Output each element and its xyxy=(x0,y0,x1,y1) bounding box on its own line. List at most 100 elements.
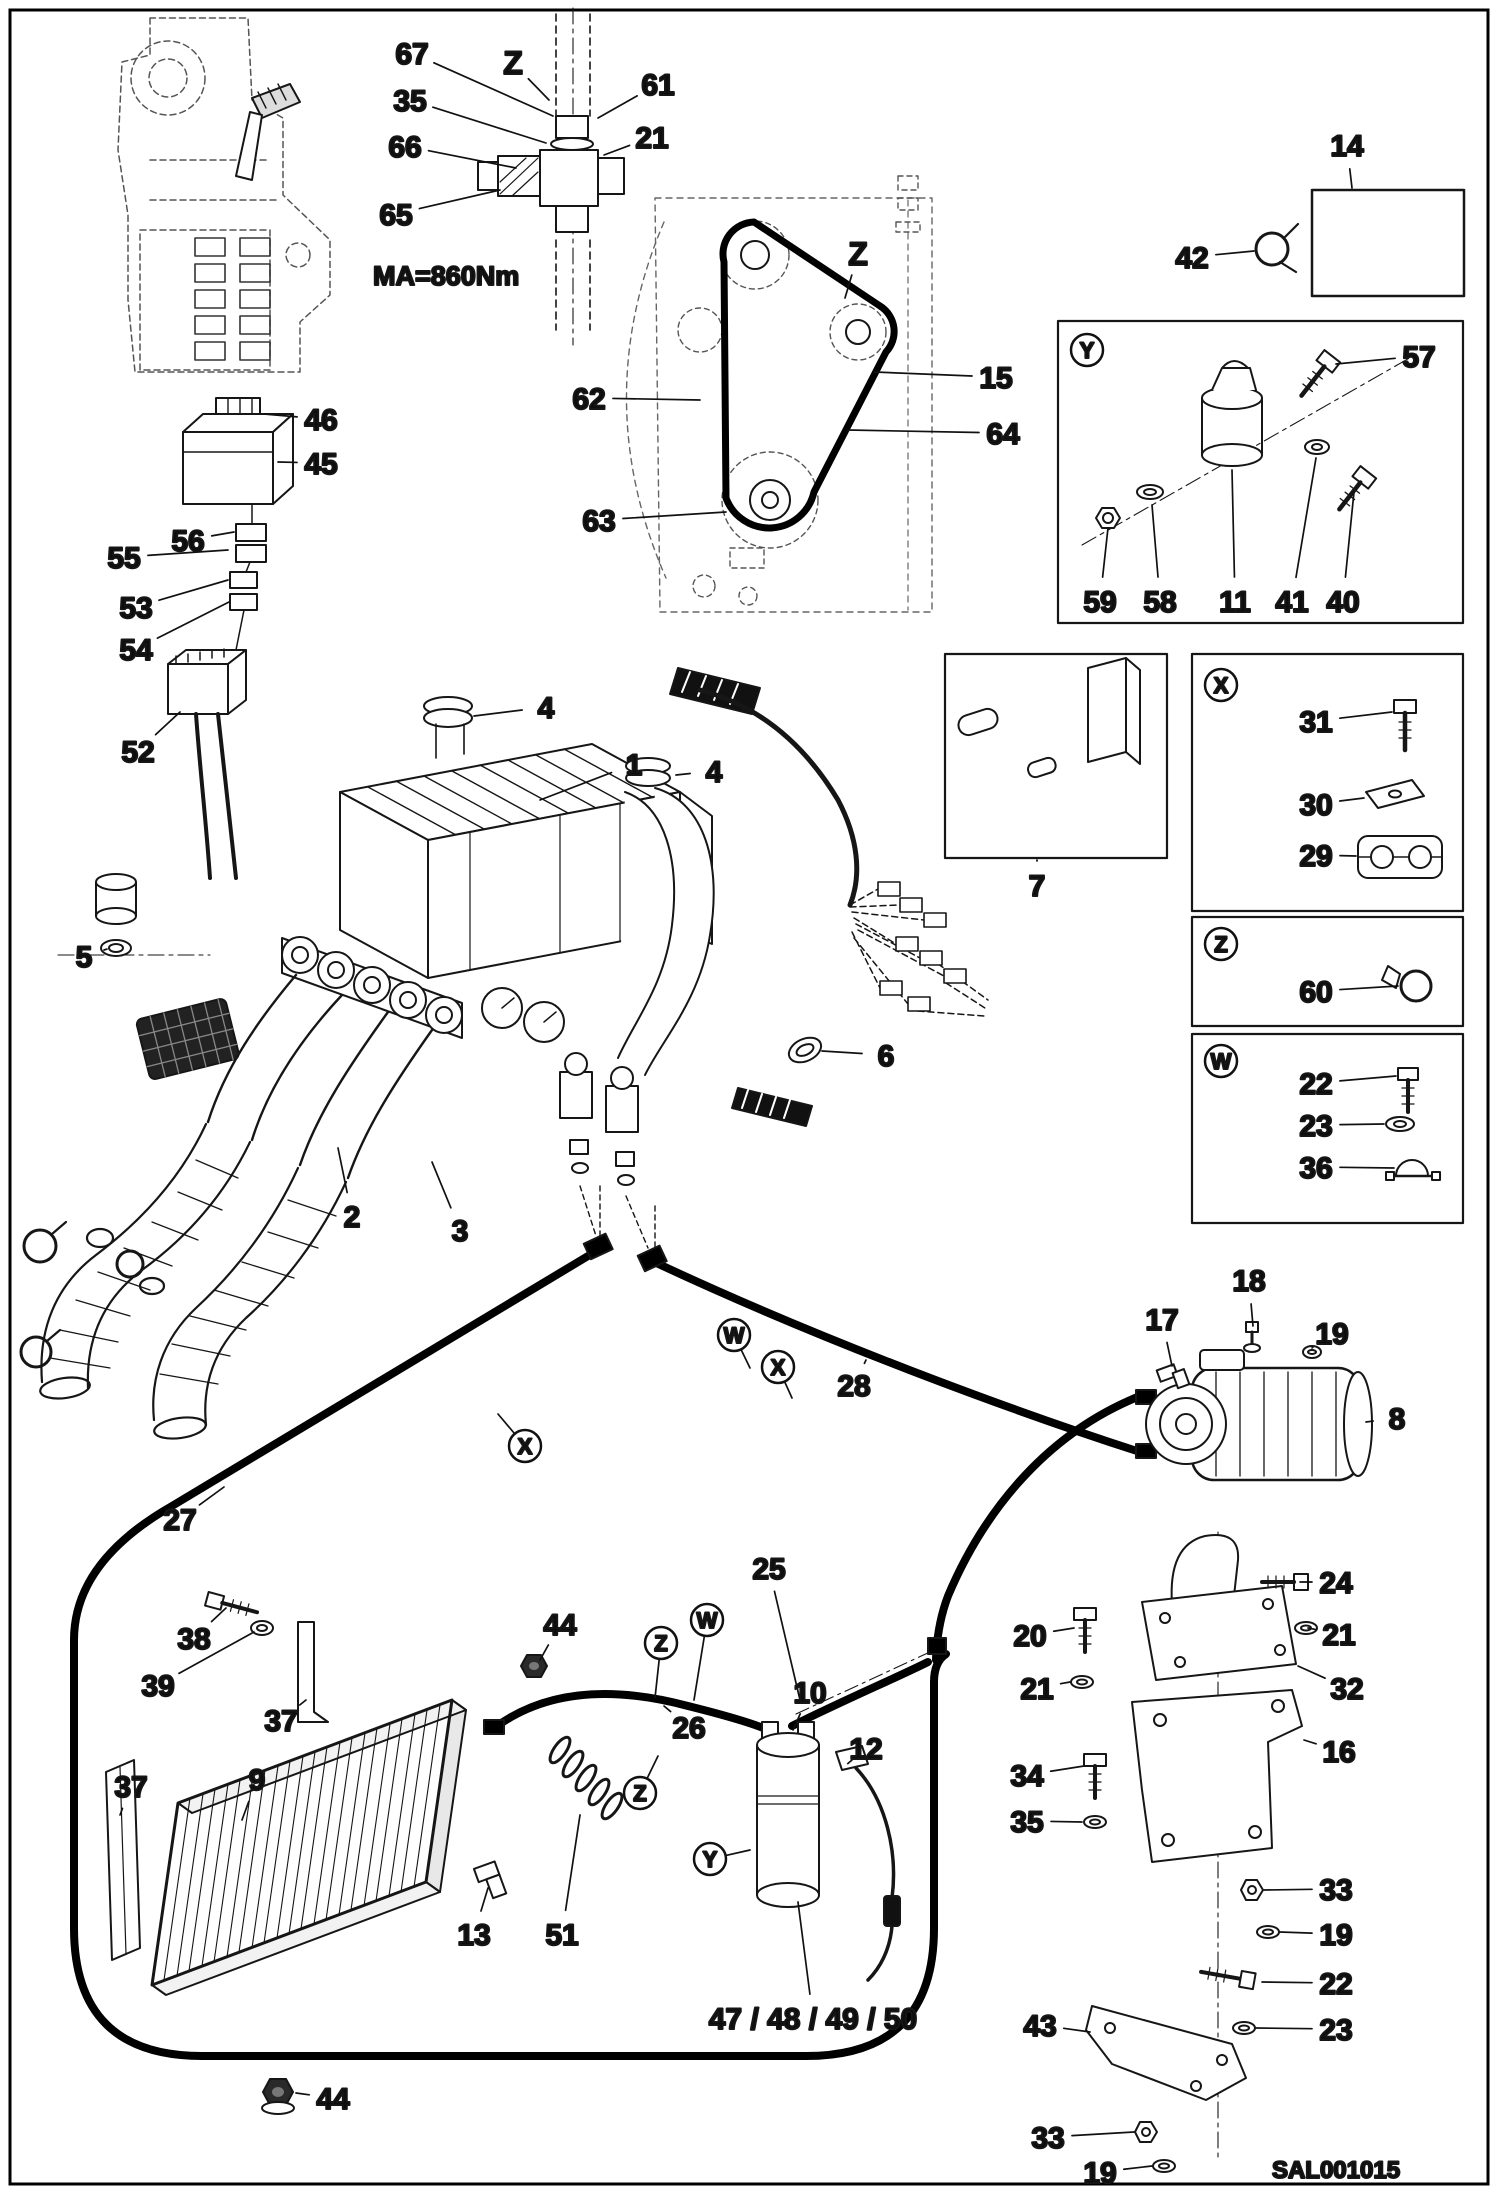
leader-line xyxy=(1338,711,1393,720)
leader-line xyxy=(119,1807,124,1816)
marker-letter: X xyxy=(771,1355,786,1380)
leader-line xyxy=(1231,469,1236,578)
leader-line xyxy=(1215,250,1255,256)
hose-compressor-to-loop xyxy=(932,1392,1144,1664)
callout-5: 5 xyxy=(75,940,108,975)
callout-label: 21 xyxy=(1020,1673,1053,1706)
leader-line xyxy=(654,1659,661,1699)
callout-59: 59 xyxy=(1082,527,1118,620)
callout-label: 35 xyxy=(1010,1806,1043,1839)
leader-line xyxy=(646,1755,659,1779)
bolt-22b xyxy=(1199,1966,1257,1991)
callout-label: 31 xyxy=(1299,706,1332,739)
callout-label: 51 xyxy=(545,1919,578,1952)
callout-65: 65 xyxy=(378,189,501,233)
callout-label: 21 xyxy=(1322,1619,1355,1652)
washer-58 xyxy=(1136,484,1164,500)
callout-label: 60 xyxy=(1299,976,1332,1009)
callout-label: 67 xyxy=(395,38,428,71)
mount-brackets xyxy=(1070,1531,1318,2173)
exhaust-pipes xyxy=(206,973,434,1180)
leader-line xyxy=(844,274,853,299)
callout-62: 62 xyxy=(571,382,701,417)
callout-label: 38 xyxy=(177,1623,210,1656)
marker-letter: W xyxy=(1211,1049,1232,1074)
clamp-half-30 xyxy=(1365,779,1425,809)
marker-letter: Y xyxy=(703,1847,718,1872)
callout-37: 37 xyxy=(263,1699,307,1739)
callout-22: 22 xyxy=(1261,1967,1354,2002)
callout-61: 61 xyxy=(597,68,676,119)
marker-circle xyxy=(1069,332,1105,368)
callout-label: 12 xyxy=(849,1733,882,1766)
pressure-switch-11 xyxy=(1201,360,1263,467)
leader-line xyxy=(784,1381,793,1399)
hose-fittings xyxy=(483,1232,1157,1735)
coil-51 xyxy=(548,1735,624,1821)
callout-19: 19 xyxy=(1082,2156,1153,2191)
nut-59 xyxy=(1095,507,1121,529)
marker-circle xyxy=(622,1775,658,1811)
callout-label: 64 xyxy=(986,418,1020,451)
leader-line xyxy=(821,1050,863,1055)
leader-line xyxy=(863,1359,867,1365)
callout-66: 66 xyxy=(387,130,517,169)
bolt-38 xyxy=(204,1591,260,1617)
callout-4: 4 xyxy=(675,755,724,790)
callout-13: 13 xyxy=(456,1887,492,1953)
leader-line xyxy=(597,94,638,119)
screw-34 xyxy=(1083,1753,1107,1800)
leader-line xyxy=(418,189,501,210)
leader-line xyxy=(1339,1075,1397,1082)
control-lever xyxy=(235,83,301,181)
clamp-60 xyxy=(1381,965,1433,1003)
callout-label: 21 xyxy=(635,122,668,155)
marker-circle xyxy=(507,1428,543,1464)
marker-letter: Z xyxy=(633,1781,646,1806)
parts-box-7 xyxy=(943,652,1169,860)
callout-40: 40 xyxy=(1325,491,1361,620)
leader-line xyxy=(210,1607,227,1623)
marker-letter: Y xyxy=(1080,338,1095,363)
plate-14 xyxy=(1310,188,1466,298)
section-letter-label: Z xyxy=(848,236,868,272)
leader-line xyxy=(873,371,973,377)
callout-58: 58 xyxy=(1142,504,1178,620)
callout-label: 34 xyxy=(1010,1760,1044,1793)
washer-41 xyxy=(1304,439,1330,455)
marker-circle xyxy=(760,1349,796,1385)
callout-label: 57 xyxy=(1402,341,1435,374)
callout-label: 19 xyxy=(1315,1318,1348,1351)
callout-27: 27 xyxy=(162,1486,225,1538)
callout-label: 18 xyxy=(1232,1265,1265,1298)
callout-label: 43 xyxy=(1023,2010,1056,2043)
callout-8: 8 xyxy=(1365,1402,1406,1437)
callout-label: 45 xyxy=(304,448,337,481)
torque-note: MA=860Nm xyxy=(373,261,519,291)
marker-letter: Z xyxy=(1214,932,1227,957)
callout-label: 58 xyxy=(1143,586,1176,619)
callout-label: 63 xyxy=(582,505,615,538)
leader-line xyxy=(1311,1346,1314,1349)
callout-57: 57 xyxy=(1335,340,1437,375)
callout-label: 59 xyxy=(1083,586,1116,619)
circle-marker-Z: Z xyxy=(1203,926,1239,962)
callout-3: 3 xyxy=(431,1161,469,1249)
section-letter-Z: Z xyxy=(844,235,869,299)
leader-line xyxy=(295,2092,311,2096)
callout-9: 9 xyxy=(241,1763,266,1821)
callout-35: 35 xyxy=(1009,1805,1083,1840)
circle-marker-X: X xyxy=(760,1349,796,1399)
bracket-32 xyxy=(1141,1585,1297,1681)
callout-36: 36 xyxy=(1298,1151,1395,1186)
callout-38: 38 xyxy=(176,1607,227,1657)
leader-line xyxy=(432,106,547,144)
circle-marker-Y: Y xyxy=(1069,332,1105,368)
callout-1: 1 xyxy=(539,748,643,801)
callout-label: 32 xyxy=(1330,1673,1363,1706)
circle-marker-W: W xyxy=(689,1602,725,1701)
callout-label: 39 xyxy=(141,1670,174,1703)
exhaust-flex-hoses xyxy=(19,1122,348,1440)
circle-marker-X: X xyxy=(497,1413,543,1464)
